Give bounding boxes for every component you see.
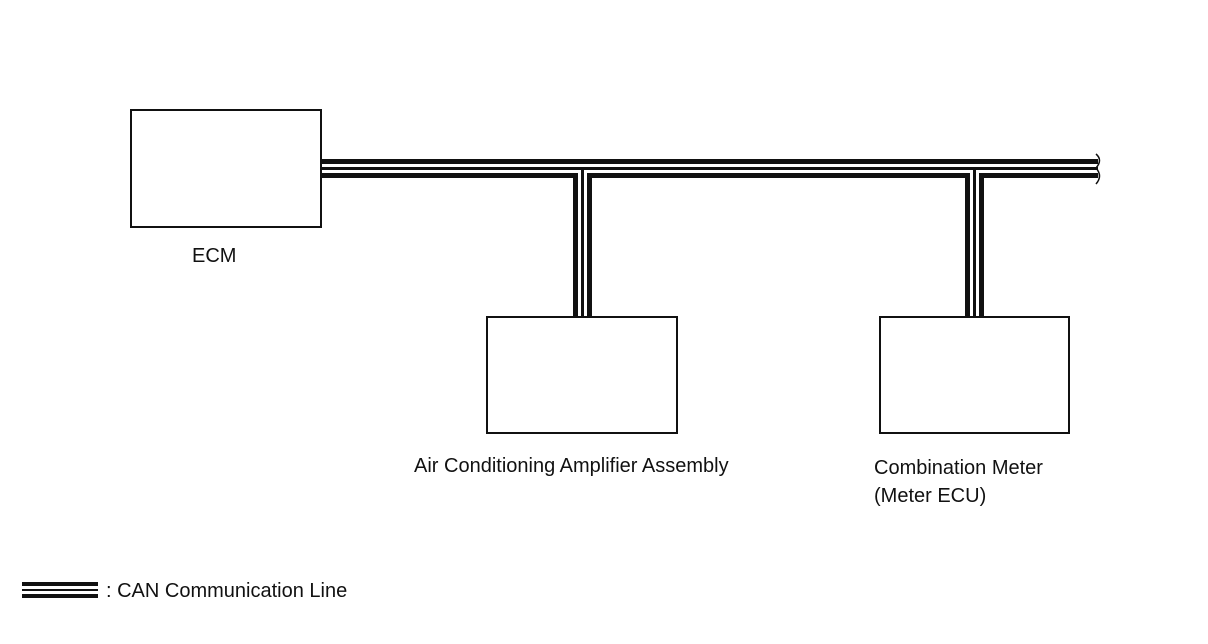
ac-amplifier-box — [486, 316, 678, 434]
ecm-box — [130, 109, 322, 228]
combination-meter-label-line1: Combination Meter — [874, 457, 1043, 479]
combination-meter-label: Combination Meter (Meter ECU) — [874, 454, 1043, 510]
can-bus — [321, 153, 1101, 317]
ac-amplifier-label: Air Conditioning Amplifier Assembly — [414, 455, 729, 477]
legend-text: : CAN Communication Line — [106, 580, 348, 602]
combination-meter-label-line2: (Meter ECU) — [874, 485, 987, 507]
legend-line-symbol — [22, 582, 98, 598]
ecm-label: ECM — [192, 245, 237, 267]
combination-meter-box — [879, 316, 1070, 434]
